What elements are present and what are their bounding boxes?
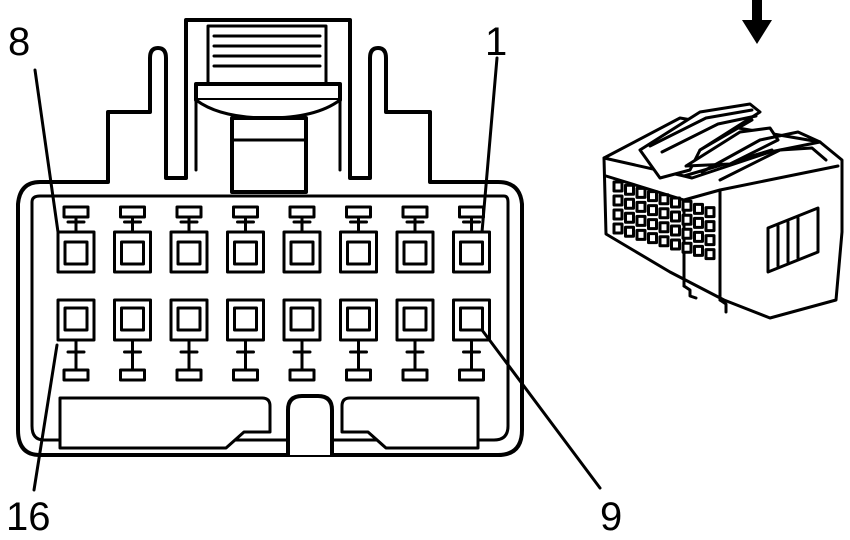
- iso-cavity: [612, 208, 624, 221]
- pin-cavity-15: [113, 298, 152, 382]
- iso-cavity: [658, 207, 670, 220]
- iso-cavity: [704, 248, 716, 261]
- pin-row-top: [56, 205, 491, 274]
- bottom-key-area: [58, 394, 480, 457]
- pin-label-9: 9: [600, 495, 622, 539]
- iso-cavity: [658, 193, 670, 206]
- pin-cavity-13: [226, 298, 265, 382]
- iso-cavity: [658, 221, 670, 234]
- iso-cavity: [612, 222, 624, 235]
- pin-cavity-7: [113, 205, 152, 274]
- leader-line-pin-9: [480, 328, 602, 490]
- connector-body-inner: [30, 194, 510, 442]
- pin-label-1: 1: [485, 20, 507, 64]
- iso-cavity: [635, 214, 647, 227]
- iso-cavity: [670, 224, 681, 237]
- iso-cavity: [635, 228, 647, 241]
- pin-cavity-10: [395, 298, 435, 382]
- iso-cavity: [681, 213, 693, 226]
- iso-cavity: [612, 194, 624, 207]
- pin-cavity-5: [226, 205, 265, 274]
- pin-row-bottom: [56, 298, 491, 382]
- iso-cavity: [670, 238, 681, 251]
- pin-cavity-9: [452, 298, 491, 382]
- iso-cavity: [624, 211, 635, 224]
- iso-cavity: [681, 227, 693, 240]
- connector-body-outline: [16, 18, 524, 457]
- iso-cavity: [693, 230, 704, 243]
- iso-cavity: [658, 235, 670, 248]
- iso-cavity: [670, 196, 681, 209]
- iso-cavity: [647, 190, 658, 203]
- pin-cavity-11: [339, 298, 378, 382]
- iso-cavity: [624, 183, 635, 196]
- connector-isometric-view: [602, 102, 844, 320]
- iso-cavity: [670, 210, 681, 223]
- pin-label-16: 16: [6, 495, 51, 539]
- iso-cavity: [635, 186, 647, 199]
- iso-cavity: [681, 241, 693, 254]
- iso-cavity: [704, 220, 716, 233]
- iso-cavity: [704, 206, 716, 219]
- iso-cavity: [635, 200, 647, 213]
- leader-line-pin-16: [32, 343, 59, 492]
- down-arrow-icon: [742, 0, 772, 44]
- pin-cavity-8: [56, 205, 96, 274]
- iso-cavity-grid: [612, 180, 716, 261]
- leader-line-pin-1: [480, 56, 499, 234]
- iso-cavity: [693, 202, 704, 215]
- pin-cavity-2: [395, 205, 435, 274]
- pin-cavity-14: [169, 298, 209, 382]
- iso-cavity: [612, 180, 624, 193]
- iso-cavity: [647, 232, 658, 245]
- pin-cavity-16: [56, 298, 96, 382]
- connector-face: 8 1 16 9: [6, 18, 622, 539]
- iso-cavity: [647, 218, 658, 231]
- leader-line-pin-8: [33, 68, 60, 234]
- pin-cavity-12: [282, 298, 322, 382]
- iso-cavity: [624, 197, 635, 210]
- pin-cavity-1: [452, 205, 491, 274]
- latch: [194, 24, 342, 194]
- pin-cavity-3: [339, 205, 378, 274]
- iso-cavity: [693, 244, 704, 257]
- pin-cavity-4: [282, 205, 322, 274]
- iso-cavity: [704, 234, 716, 247]
- pin-label-8: 8: [8, 20, 30, 64]
- iso-cavity: [647, 204, 658, 217]
- iso-cavity: [681, 199, 693, 212]
- iso-cavity: [624, 225, 635, 238]
- pin-cavity-6: [169, 205, 209, 274]
- iso-cavity: [693, 216, 704, 229]
